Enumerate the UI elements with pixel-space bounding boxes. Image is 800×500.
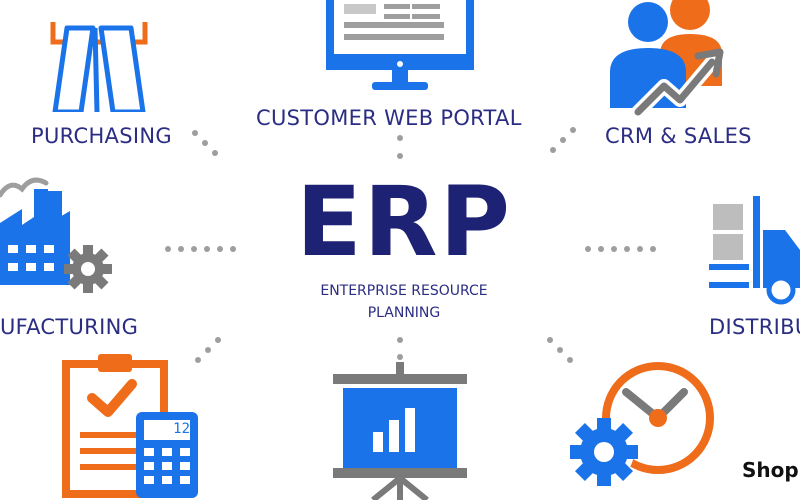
erp-title: ERP [296, 166, 512, 278]
erp-subtitle-line2: PLANNING [367, 305, 441, 321]
purchasing-label: PURCHASING [31, 124, 172, 148]
clock-gear-icon [570, 362, 714, 486]
shop-watermark: Shop [742, 458, 799, 482]
forklift-icon [709, 196, 800, 305]
card-slot-icon [50, 22, 148, 112]
calculator-display: 12 [173, 421, 190, 437]
crm-label: CRM & SALES [605, 124, 752, 148]
portal-label: CUSTOMER WEB PORTAL [256, 106, 522, 130]
presentation-chart-icon [333, 362, 467, 500]
clipboard-calculator-icon [62, 354, 198, 498]
factory-gear-icon [0, 177, 112, 293]
erp-subtitle-line1: ENTERPRISE RESOURCE [320, 283, 488, 299]
erp-subtitle: ENTERPRISE RESOURCE PLANNING [262, 280, 546, 324]
people-growth-icon [610, 0, 724, 119]
manufacturing-label: UFACTURING [0, 315, 139, 339]
distribution-label: DISTRIBU [709, 315, 800, 339]
monitor-icon [326, 0, 474, 90]
